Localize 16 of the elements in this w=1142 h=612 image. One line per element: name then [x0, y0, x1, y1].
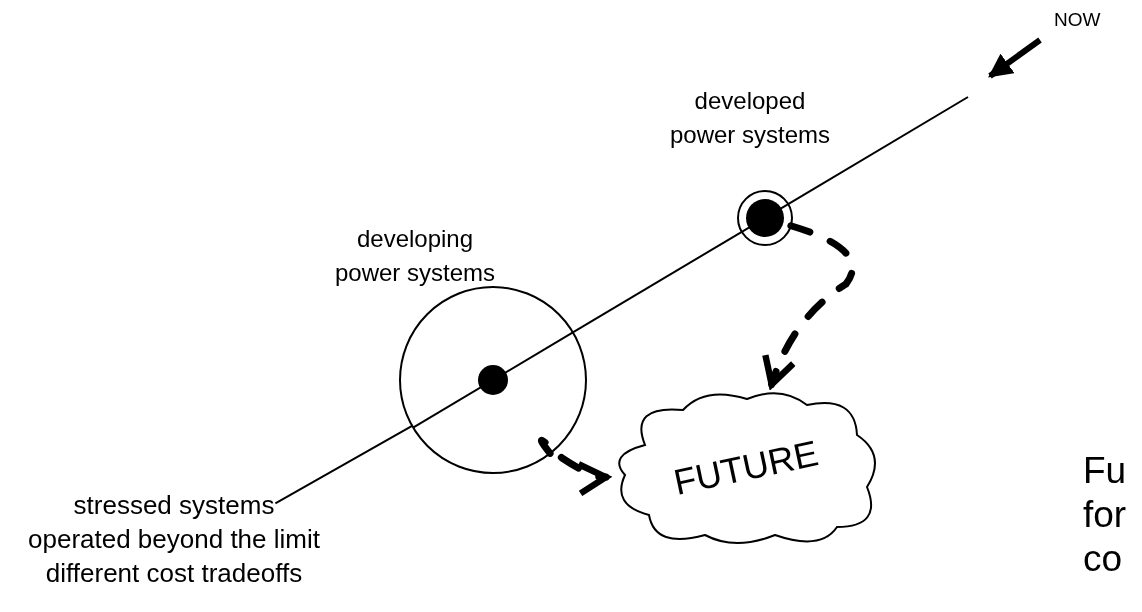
connector-line — [274, 424, 414, 505]
arrow — [537, 436, 610, 495]
arrow — [988, 37, 1042, 79]
note-text: operated beyond the limit — [28, 523, 320, 556]
cloud-label: FUTURE — [670, 432, 822, 504]
node-heading: developing power systems — [333, 224, 496, 288]
note-text: stressed systems — [73, 489, 275, 522]
side-text: co — [1083, 538, 1123, 580]
side-text: for — [1083, 494, 1127, 536]
connector-line — [571, 230, 743, 334]
side-text: Fu — [1083, 450, 1127, 492]
arrow — [762, 222, 856, 388]
now-label: NOW — [1054, 8, 1101, 32]
connector-line — [787, 96, 969, 206]
node-heading: developed power systems — [668, 86, 831, 150]
note-text: different cost tradeoffs — [45, 557, 303, 590]
